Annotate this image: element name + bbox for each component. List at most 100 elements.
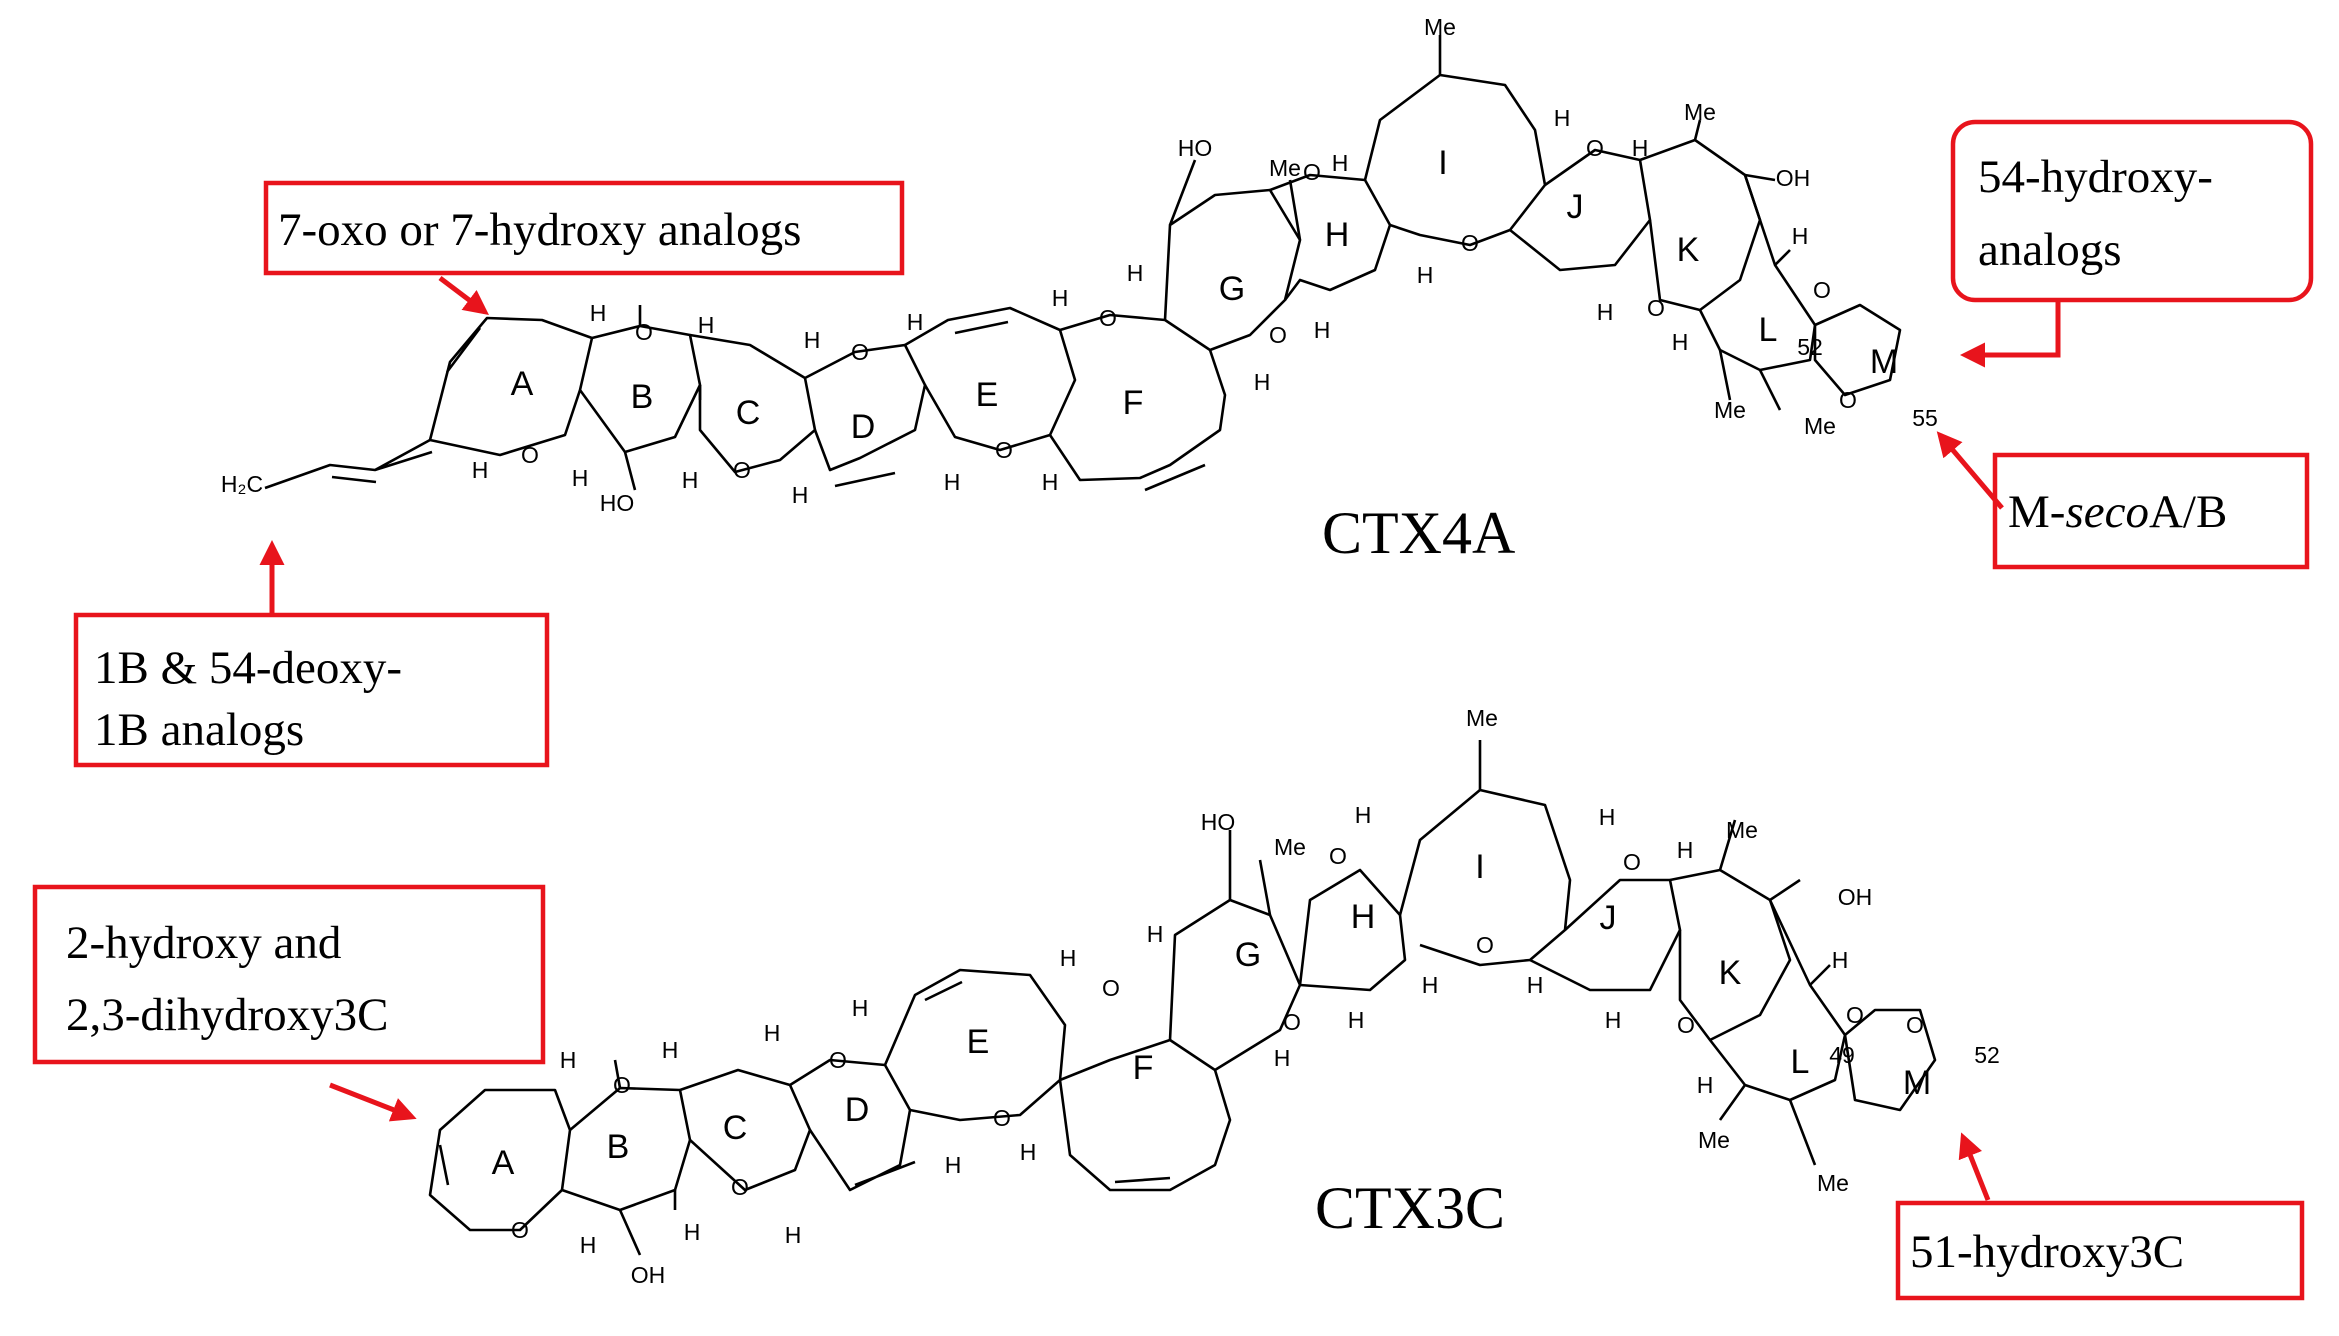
svg-text:O: O bbox=[1813, 277, 1831, 303]
svg-text:O: O bbox=[635, 319, 653, 345]
arrow-oxo bbox=[438, 276, 489, 316]
svg-text:H: H bbox=[852, 995, 869, 1021]
annotation-mseco: M-secoA/B bbox=[1992, 452, 2310, 570]
svg-text:H: H bbox=[1254, 369, 1271, 395]
svg-text:Me: Me bbox=[1698, 1127, 1730, 1153]
svg-text:L: L bbox=[1759, 311, 1778, 349]
ctx4a-title: CTX4A bbox=[1322, 500, 1515, 566]
svg-text:H: H bbox=[1672, 329, 1689, 355]
svg-text:H: H bbox=[698, 312, 715, 338]
svg-text:H: H bbox=[785, 1222, 802, 1248]
svg-text:H: H bbox=[1348, 1007, 1365, 1033]
svg-text:H: H bbox=[1527, 972, 1544, 998]
position-52: 52 bbox=[1974, 1042, 2000, 1068]
svg-text:H: H bbox=[804, 327, 821, 353]
svg-text:H: H bbox=[1274, 1045, 1291, 1071]
svg-text:OH: OH bbox=[1838, 884, 1873, 910]
svg-text:O: O bbox=[1677, 1012, 1695, 1038]
svg-text:O: O bbox=[829, 1047, 847, 1073]
svg-text:OH: OH bbox=[1776, 165, 1811, 191]
svg-text:O: O bbox=[1846, 1002, 1864, 1028]
svg-text:O: O bbox=[613, 1072, 631, 1098]
svg-text:A: A bbox=[511, 365, 534, 403]
svg-text:H: H bbox=[1599, 804, 1616, 830]
svg-text:O: O bbox=[1303, 159, 1321, 185]
svg-text:H: H bbox=[1632, 135, 1649, 161]
svg-text:OH: OH bbox=[631, 1262, 666, 1288]
svg-text:H: H bbox=[792, 482, 809, 508]
svg-text:O: O bbox=[1906, 1012, 1924, 1038]
svg-text:G: G bbox=[1219, 270, 1245, 308]
svg-text:O: O bbox=[1586, 135, 1604, 161]
svg-text:H: H bbox=[1314, 317, 1331, 343]
svg-text:O: O bbox=[1269, 322, 1287, 348]
svg-text:B: B bbox=[607, 1128, 630, 1166]
svg-text:1B analogs: 1B analogs bbox=[94, 704, 304, 756]
svg-text:H: H bbox=[1605, 1007, 1622, 1033]
svg-text:O: O bbox=[1476, 932, 1494, 958]
ctx4a-position-numbers: 52 55 bbox=[1797, 334, 1938, 431]
svg-text:H: H bbox=[1060, 945, 1077, 971]
svg-text:H: H bbox=[1332, 150, 1349, 176]
svg-text:O: O bbox=[1102, 975, 1120, 1001]
svg-text:J: J bbox=[1567, 188, 1584, 226]
svg-text:2,3-dihydroxy3C: 2,3-dihydroxy3C bbox=[66, 989, 388, 1041]
svg-text:Me: Me bbox=[1274, 834, 1306, 860]
svg-text:K: K bbox=[1677, 231, 1700, 269]
svg-text:1B & 54-deoxy-: 1B & 54-deoxy- bbox=[94, 642, 402, 694]
position-49: 49 bbox=[1829, 1042, 1855, 1068]
svg-text:H: H bbox=[1422, 972, 1439, 998]
svg-text:M: M bbox=[1870, 343, 1898, 381]
svg-text:M: M bbox=[1903, 1064, 1931, 1102]
svg-text:analogs: analogs bbox=[1978, 224, 2122, 276]
svg-text:HO: HO bbox=[1201, 809, 1236, 835]
svg-text:H: H bbox=[1677, 837, 1694, 863]
svg-text:C: C bbox=[723, 1109, 748, 1147]
svg-text:I: I bbox=[1475, 848, 1484, 886]
svg-text:2-hydroxy and: 2-hydroxy and bbox=[66, 917, 341, 969]
svg-text:H: H bbox=[472, 457, 489, 483]
svg-text:O: O bbox=[1461, 230, 1479, 256]
svg-text:Me: Me bbox=[1269, 155, 1301, 181]
ctx3c-title: CTX3C bbox=[1315, 1175, 1505, 1241]
svg-text:Me: Me bbox=[1714, 397, 1746, 423]
svg-text:O: O bbox=[851, 339, 869, 365]
svg-text:7-oxo or 7-hydroxy analogs: 7-oxo or 7-hydroxy analogs bbox=[278, 204, 801, 256]
svg-text:H: H bbox=[580, 1232, 597, 1258]
svg-text:H: H bbox=[1554, 105, 1571, 131]
svg-text:H: H bbox=[684, 1219, 701, 1245]
svg-text:M-secoA/B: M-secoA/B bbox=[2008, 486, 2227, 538]
annotation-dihydroxy: 2-hydroxy and 2,3-dihydroxy3C bbox=[32, 884, 546, 1065]
svg-text:H: H bbox=[1020, 1139, 1037, 1165]
svg-text:F: F bbox=[1133, 1049, 1154, 1087]
ctx3c-ring-labels: A B C D E F G H I J K L M bbox=[492, 848, 1932, 1182]
svg-text:D: D bbox=[845, 1091, 870, 1129]
svg-text:H: H bbox=[1351, 898, 1376, 936]
svg-text:G: G bbox=[1235, 936, 1261, 974]
svg-text:O: O bbox=[1623, 849, 1641, 875]
svg-text:HO: HO bbox=[1178, 135, 1213, 161]
svg-text:H: H bbox=[1597, 299, 1614, 325]
svg-text:H₂C: H₂C bbox=[221, 471, 263, 497]
svg-text:H: H bbox=[764, 1020, 781, 1046]
svg-text:B: B bbox=[631, 378, 654, 416]
ctx4a-ring-labels: A B C D E F G H I J K L M bbox=[511, 144, 1899, 446]
svg-text:H: H bbox=[572, 465, 589, 491]
ctx3c-position-numbers: 49 52 bbox=[1829, 1042, 2000, 1068]
annotation-oxo: 7-oxo or 7-hydroxy analogs bbox=[263, 180, 905, 276]
svg-text:H: H bbox=[1127, 260, 1144, 286]
arrow-dihydroxy bbox=[329, 1082, 417, 1122]
svg-text:Me: Me bbox=[1817, 1170, 1849, 1196]
svg-text:H: H bbox=[907, 309, 924, 335]
svg-text:H: H bbox=[1325, 216, 1350, 254]
svg-text:Me: Me bbox=[1684, 99, 1716, 125]
svg-text:H: H bbox=[560, 1047, 577, 1073]
svg-text:H: H bbox=[1147, 921, 1164, 947]
svg-text:L: L bbox=[1791, 1043, 1810, 1081]
svg-text:H: H bbox=[1832, 947, 1849, 973]
svg-text:O: O bbox=[731, 1174, 749, 1200]
svg-text:J: J bbox=[1600, 899, 1617, 937]
svg-text:O: O bbox=[995, 437, 1013, 463]
ctx4a-atom-labels: H₂C O O O O O O O O O O O O O HO HO OH M… bbox=[221, 14, 1857, 516]
